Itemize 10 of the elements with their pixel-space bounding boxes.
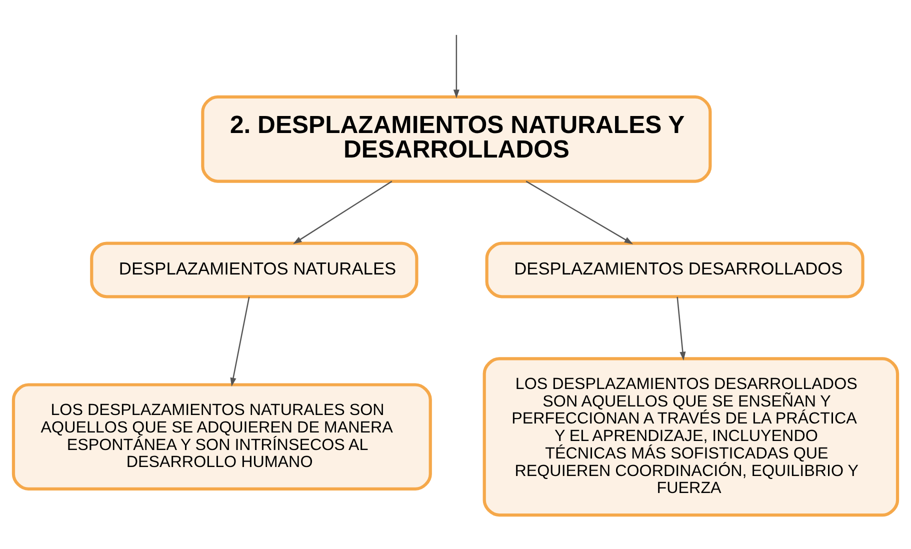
- arrow: [676, 296, 686, 360]
- node-box: DESPLAZAMIENTOS DESARROLLADOS: [485, 242, 864, 298]
- arrow: [293, 180, 392, 244]
- arrow: [526, 180, 634, 244]
- arrow: [453, 34, 460, 98]
- node-box: DESPLAZAMIENTOS NATURALES: [90, 242, 418, 298]
- node-box: LOS DESPLAZAMIENTOS NATURALES SON AQUELLOS QUE SE ADQUIEREN DE MANERA ESPONTÁNEA Y SON INTRÍNSECOS AL DESARROLLO HUMANO: [12, 383, 432, 491]
- node-box: 2. DESPLAZAMIENTOS NATURALES Y DESARROLLADOS: [201, 95, 712, 183]
- node-box: LOS DESPLAZAMIENTOS DESARROLLADOS SON AQUELLOS QUE SE ENSEÑAN Y PERFECCIONAN A TRAVÉS DE LA PRÁCTICA Y EL APRENDIZAJE, INCLUYENDO TÉCNICAS MÁS SOFISTICADAS QUE REQUIEREN COORDINACIÓN, EQUILIBRIO Y FUERZA: [482, 357, 900, 517]
- arrow: [230, 296, 250, 386]
